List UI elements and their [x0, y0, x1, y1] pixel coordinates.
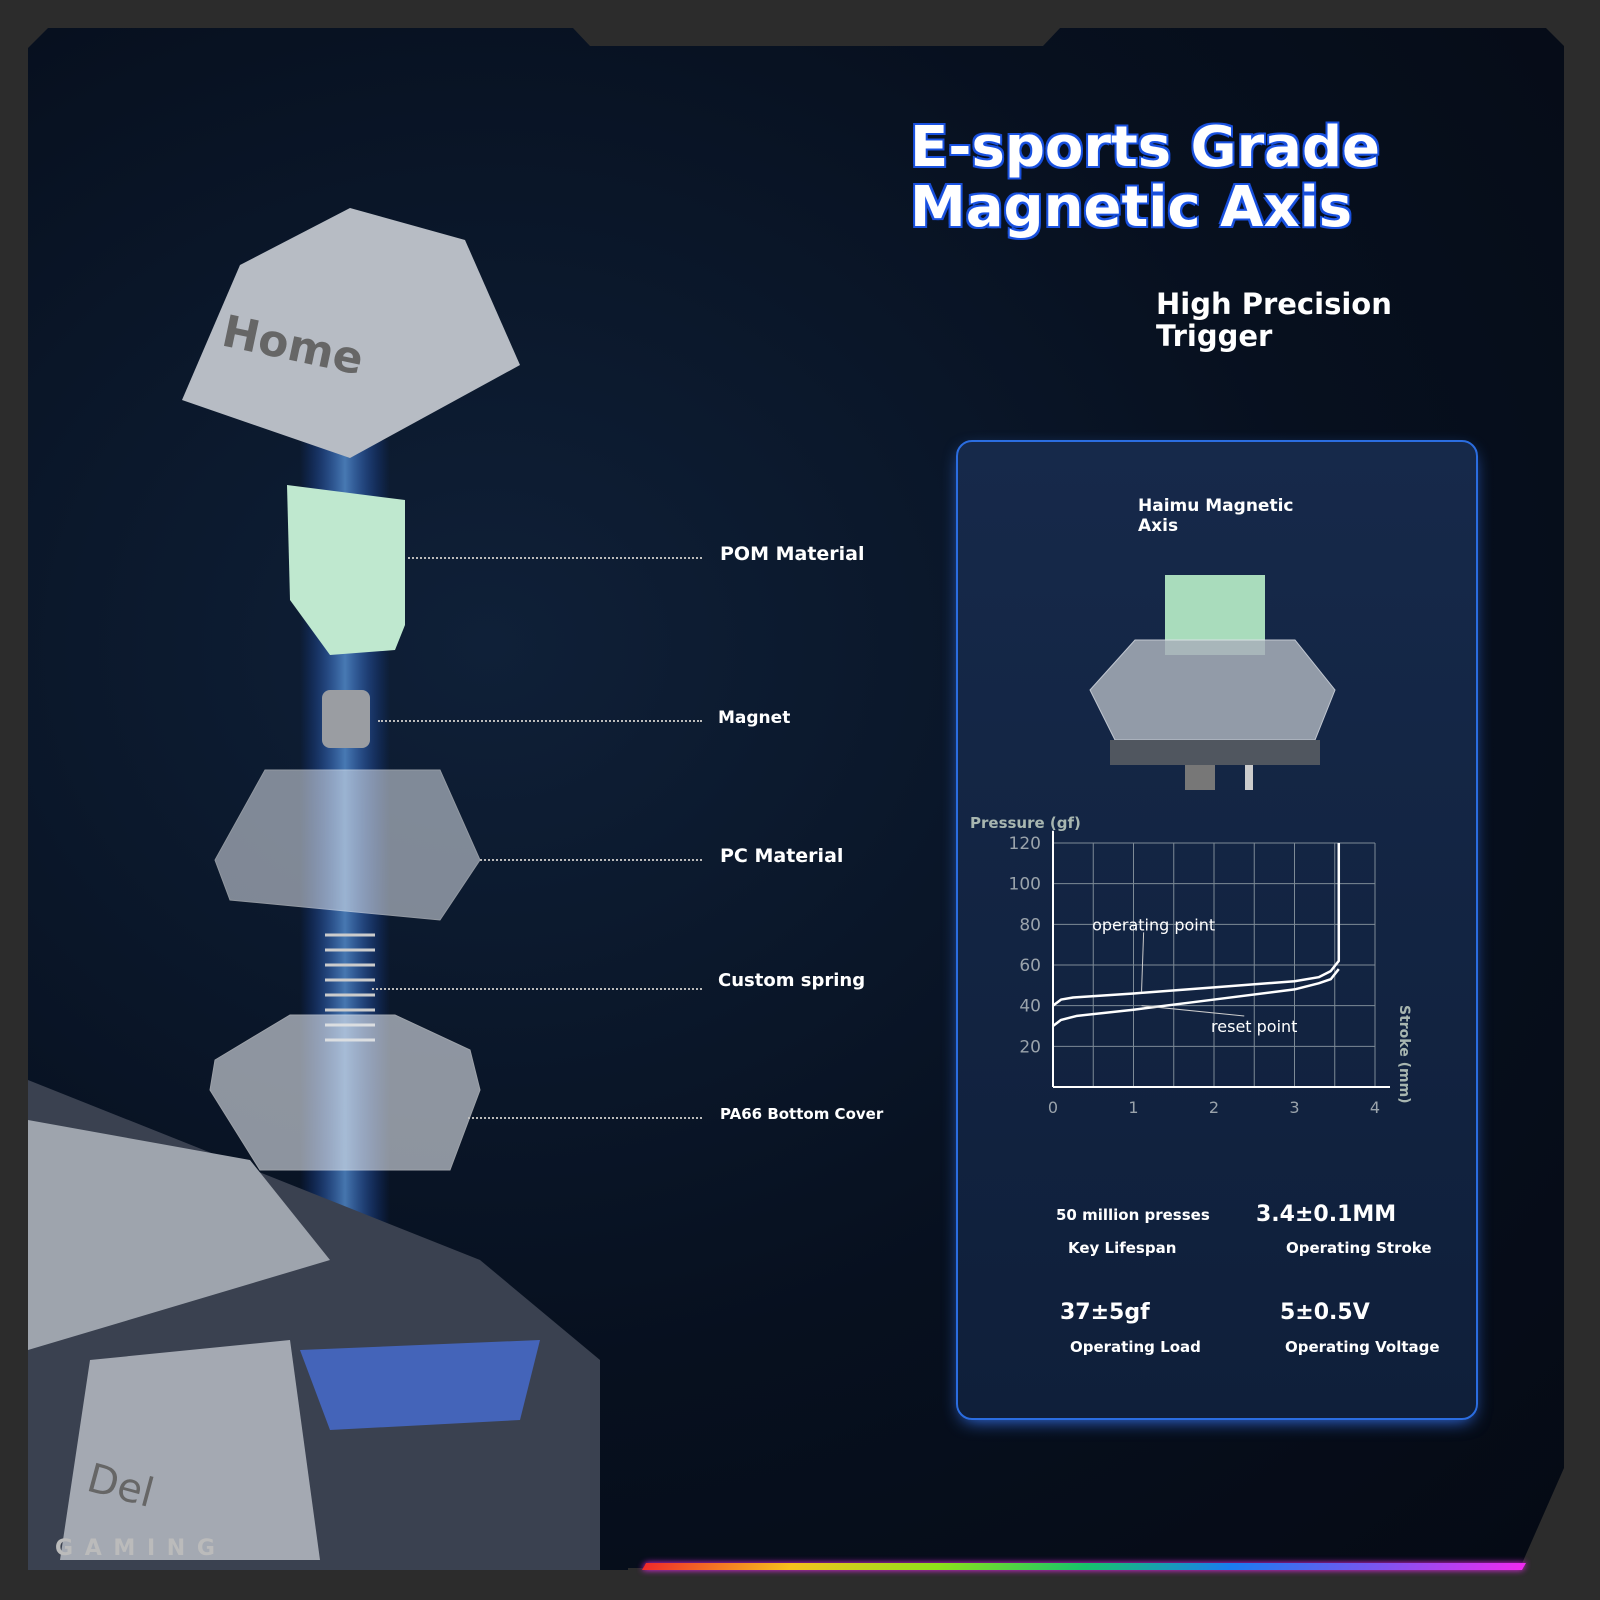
part-label-pc: PC Material: [720, 845, 844, 867]
part-label-magnet: Magnet: [718, 708, 791, 728]
stat-stroke-value: 3.4±0.1MM: [1256, 1202, 1397, 1227]
y-tick-label: 60: [1019, 956, 1041, 976]
x-tick-label: 4: [1370, 1098, 1380, 1117]
keyboard-key-del: [60, 1340, 320, 1560]
stat-voltage-label: Operating Voltage: [1285, 1338, 1440, 1356]
x-tick-label: 0: [1048, 1098, 1058, 1117]
exploded-switch-illustration: Del Home: [28, 208, 600, 1570]
y-tick-label: 20: [1019, 1037, 1041, 1057]
keyboard-key: [28, 1120, 330, 1350]
x-axis-label: Stroke (mm): [1396, 1005, 1412, 1104]
series-line-release: [1052, 968, 1340, 1027]
stat-lifespan-value: 50 million presses: [1056, 1206, 1210, 1224]
stat-load-label: Operating Load: [1070, 1338, 1201, 1356]
rgb-light-bar: [641, 1563, 1527, 1570]
y-tick-label: 100: [1009, 875, 1041, 895]
annotation-line: [1141, 1005, 1245, 1017]
leader-line: [378, 720, 702, 722]
y-tick-label: 40: [1019, 997, 1041, 1017]
stat-lifespan-label: Key Lifespan: [1068, 1239, 1177, 1257]
x-tick-label: 1: [1128, 1098, 1138, 1117]
x-tick-label: 3: [1289, 1098, 1299, 1117]
y-tick-label: 120: [1009, 834, 1041, 854]
annotation-label: reset point: [1211, 1017, 1297, 1036]
switch-image: [1089, 575, 1336, 790]
leader-line: [408, 557, 702, 559]
leader-line: [480, 859, 702, 861]
force-curve-chart: Pressure (gf) 20 40 60 80 100 120 0 1 2 3 4 operati…: [970, 814, 1412, 1117]
part-label-bottom: PA66 Bottom Cover: [720, 1105, 884, 1123]
part-label-spring: Custom spring: [718, 970, 866, 991]
keycap: [182, 208, 520, 458]
pc-housing: [214, 769, 481, 921]
annotation-line: [1141, 932, 1145, 992]
x-tick-label: 2: [1209, 1098, 1219, 1117]
y-axis-label: Pressure (gf): [970, 814, 1081, 832]
annotation-label: operating point: [1092, 915, 1215, 934]
part-label-pom: POM Material: [720, 543, 865, 565]
pa66-bottom-cover: [209, 1014, 481, 1171]
stat-stroke-label: Operating Stroke: [1286, 1239, 1432, 1257]
leader-line: [468, 1117, 702, 1119]
keyboard-glow: [300, 1340, 540, 1430]
stat-voltage-value: 5±0.5V: [1280, 1300, 1370, 1325]
y-tick-label: 80: [1019, 915, 1041, 935]
series-line-press: [1052, 843, 1341, 1007]
leader-line: [372, 988, 702, 990]
gaming-strip: G A M I N G: [55, 1536, 217, 1561]
stat-load-value: 37±5gf: [1060, 1300, 1150, 1325]
pom-stem: [287, 485, 405, 655]
magnet: [322, 690, 370, 748]
